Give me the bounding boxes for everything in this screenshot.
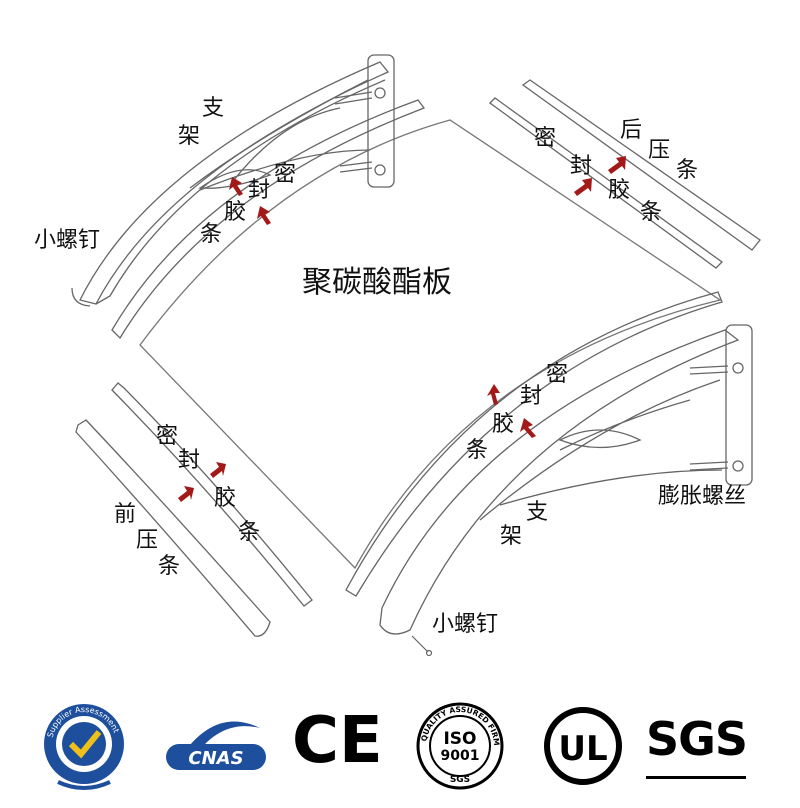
back-press-strip <box>489 79 761 269</box>
cnas-text: CNAS <box>188 748 243 769</box>
support-label-right: 支架 <box>500 500 549 549</box>
polycarbonate-sheet-label: 聚碳酸酯板 <box>302 265 452 300</box>
ul-text: UL <box>558 729 607 769</box>
support-bracket-left <box>71 54 395 307</box>
ul-logo: UL <box>544 707 622 785</box>
seal-label-bottom-right: 密 封 胶 条 <box>466 362 569 463</box>
arrow-8 <box>520 418 536 438</box>
iso-9001-logo: QUALITY ASSURED FIRM ISO 9001 SGS <box>416 702 504 790</box>
polycarbonate-sheet <box>139 119 722 570</box>
support-bracket-right <box>345 291 753 635</box>
arrow-7 <box>487 384 500 405</box>
iso-sgs-text: SGS <box>450 775 470 785</box>
support-label-left: 支架 <box>178 96 225 149</box>
sgs-underline <box>646 776 746 779</box>
arrow-6 <box>178 486 194 502</box>
back-press-strip-label: 后 压 条 <box>620 118 699 183</box>
seal-label-top-right: 密 封 胶 条 <box>534 126 663 225</box>
arrow-5 <box>210 462 226 478</box>
small-screw-label-left: 小螺钉 <box>34 228 101 253</box>
front-press-strip <box>75 382 313 637</box>
front-press-strip-label: 前 压 条 <box>114 502 181 579</box>
canopy-exploded-diagram <box>71 54 761 657</box>
expansion-screw-label: 膨胀螺丝 <box>658 484 747 509</box>
arrow-2 <box>257 206 271 225</box>
small-screw-bottom <box>411 635 433 657</box>
arrow-3 <box>608 156 626 174</box>
seal-arrows <box>178 156 626 502</box>
seal-label-bottom-left: 密 封 胶 条 <box>156 424 261 545</box>
ce-mark: CE <box>292 704 383 778</box>
sgs-logo: SGS <box>646 712 748 766</box>
arrow-4 <box>574 178 592 196</box>
seal-strip-top-left <box>111 99 426 340</box>
certification-logo-bar: Supplier Assessment CNAS CE QUALITY ASSU… <box>0 690 800 800</box>
small-screw-label-bottom: 小螺钉 <box>432 612 499 637</box>
seal-label-top-left: 密 封 胶 条 <box>200 162 297 247</box>
supplier-assessment-logo: Supplier Assessment <box>44 704 124 790</box>
cnas-logo: CNAS <box>166 721 266 770</box>
iso-number: 9001 <box>441 748 480 764</box>
arrow-1 <box>229 177 243 196</box>
iso-text: ISO <box>443 729 476 749</box>
